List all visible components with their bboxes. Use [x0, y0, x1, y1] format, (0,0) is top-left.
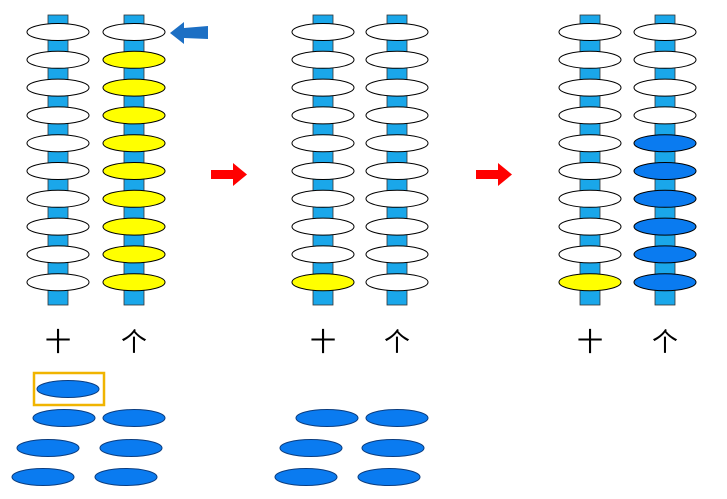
bead-filled	[102, 217, 166, 236]
bead-filled	[633, 134, 697, 153]
bead-filled	[633, 245, 697, 264]
bead-empty	[558, 50, 622, 69]
stage-2-tens-label: 十	[310, 328, 336, 358]
loose-bead	[99, 439, 163, 457]
loose-bead	[16, 439, 80, 457]
highlight-box	[32, 371, 106, 407]
bead-empty	[26, 134, 90, 153]
loose-beads-group	[11, 380, 429, 486]
bead-empty	[633, 78, 697, 97]
bead-empty	[365, 134, 429, 153]
bead-empty	[633, 50, 697, 69]
bead-filled	[102, 189, 166, 208]
bead-filled	[633, 273, 697, 292]
bead-empty	[558, 23, 622, 41]
bead-empty	[291, 245, 355, 264]
stage-1-ones-label: 个	[121, 328, 147, 358]
bead-empty	[26, 78, 90, 97]
loose-bead	[361, 439, 425, 457]
loose-bead	[94, 468, 158, 486]
bead-empty	[365, 106, 429, 125]
abacus-stage-1	[26, 14, 166, 306]
bead-empty	[26, 245, 90, 264]
stage-3-tens-label: 十	[577, 328, 603, 358]
loose-bead	[357, 468, 421, 486]
bead-empty	[26, 189, 90, 208]
loose-bead	[274, 468, 338, 486]
stage-1-tens-label: 十	[45, 328, 71, 358]
loose-bead	[36, 380, 100, 398]
bead-empty	[633, 106, 697, 125]
bead-filled	[102, 78, 166, 97]
bead-empty	[633, 23, 697, 41]
bead-empty	[26, 273, 90, 292]
bead-empty	[291, 23, 355, 41]
bead-empty	[102, 23, 166, 41]
bead-empty	[26, 23, 90, 41]
bead-filled	[102, 50, 166, 69]
loose-bead	[32, 409, 96, 427]
bead-empty	[365, 217, 429, 236]
bead-empty	[365, 189, 429, 208]
bead-empty	[365, 273, 429, 292]
bead-empty	[26, 106, 90, 125]
bead-empty	[26, 217, 90, 236]
bead-empty	[558, 162, 622, 180]
left-arrow-icon	[170, 22, 208, 44]
bead-empty	[291, 78, 355, 97]
bead-empty	[291, 50, 355, 69]
abacus-group	[26, 14, 697, 306]
bead-empty	[26, 50, 90, 69]
bead-filled	[102, 273, 166, 292]
bead-filled	[102, 134, 166, 153]
bead-filled	[558, 273, 622, 292]
bead-empty	[558, 189, 622, 208]
bead-empty	[558, 106, 622, 125]
abacus-stage-2	[291, 14, 429, 306]
step-arrow-2	[476, 163, 512, 186]
bead-empty	[365, 245, 429, 264]
step-arrow-1	[211, 163, 247, 186]
bead-empty	[365, 162, 429, 180]
loose-bead	[365, 409, 429, 427]
bead-filled	[102, 106, 166, 125]
bead-empty	[291, 217, 355, 236]
bead-filled	[291, 273, 355, 292]
bead-empty	[291, 162, 355, 180]
stage-3-ones-label: 个	[652, 328, 678, 358]
bead-filled	[633, 162, 697, 180]
bead-filled	[633, 217, 697, 236]
bead-empty	[365, 78, 429, 97]
bead-empty	[558, 245, 622, 264]
bead-empty	[365, 50, 429, 69]
loose-bead	[11, 468, 75, 486]
bead-empty	[558, 134, 622, 153]
abacus-stage-3	[558, 14, 697, 306]
bead-empty	[558, 217, 622, 236]
bead-filled	[102, 245, 166, 264]
loose-bead	[102, 409, 166, 427]
bead-empty	[291, 189, 355, 208]
loose-bead	[279, 439, 343, 457]
loose-bead	[295, 409, 359, 427]
bead-empty	[26, 162, 90, 180]
bead-empty	[291, 134, 355, 153]
bead-empty	[365, 23, 429, 41]
bead-empty	[291, 106, 355, 125]
stage-2-ones-label: 个	[384, 328, 410, 358]
bead-filled	[102, 162, 166, 180]
bead-filled	[633, 189, 697, 208]
bead-empty	[558, 78, 622, 97]
